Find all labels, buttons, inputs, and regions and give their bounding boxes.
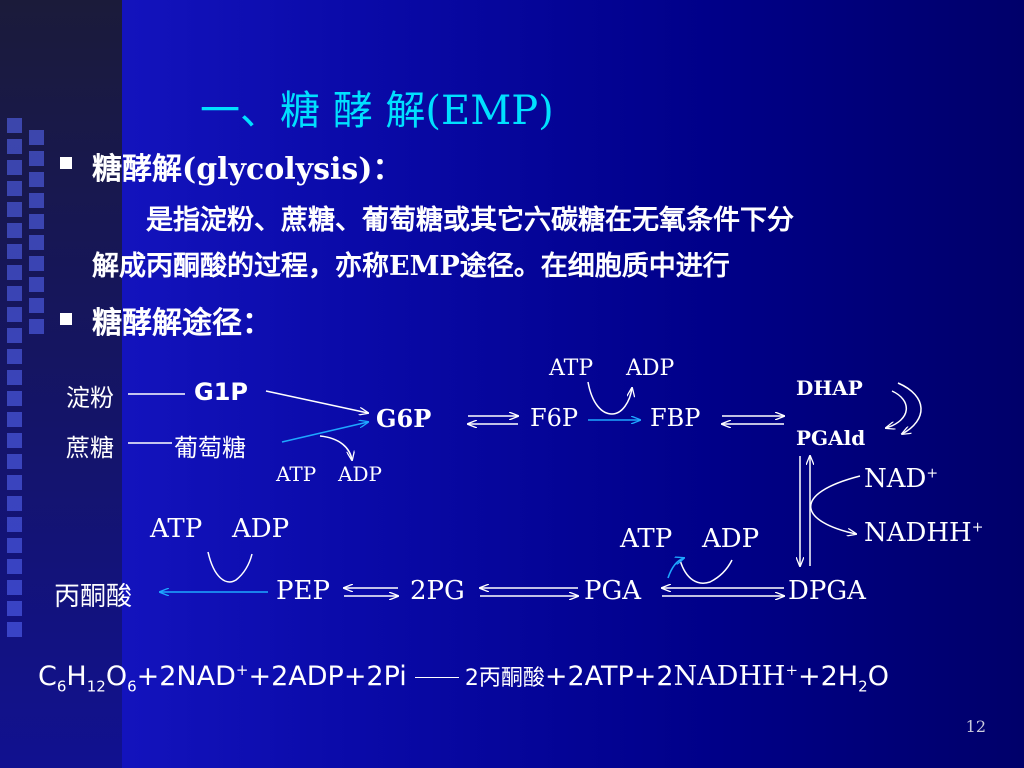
pga-node: PGA: [584, 576, 642, 606]
g6p-node: G6P: [376, 404, 432, 433]
dhap-node: DHAP: [796, 376, 863, 400]
atp-adp-right-curve: [679, 559, 733, 584]
atp-adp-left-curve: [207, 551, 253, 583]
dhap-pgald-loop-2: [886, 390, 908, 428]
glucose-to-g6p-arrow: [281, 422, 368, 443]
pgald-node: PGAld: [796, 426, 866, 450]
left-square-pattern: [7, 118, 23, 643]
nadhh-label: NADHH+: [864, 518, 984, 548]
atp-right-label: ATP: [620, 524, 673, 554]
adp-right-label: ADP: [702, 524, 760, 554]
glucose-adp-curve: [319, 435, 352, 460]
bullet-square: [60, 313, 72, 325]
atp-left-label: ATP: [150, 514, 203, 544]
right-atp-tick: [667, 558, 684, 579]
page-number: 12: [965, 717, 986, 736]
dpga-node: DPGA: [788, 576, 866, 606]
bullet-glycolysis: 糖酵解(glycolysis)：: [92, 152, 403, 187]
adp-glucose-label: ADP: [338, 462, 382, 486]
pyruvate-node: 丙酮酸: [54, 582, 133, 612]
dhap-pgald-loop-1: [897, 382, 922, 434]
2pg-node: 2PG: [410, 576, 465, 606]
equation-arrow-line: [414, 677, 459, 678]
starch-label: 淀粉: [66, 384, 114, 412]
pep-node: PEP: [276, 576, 330, 606]
g1p-to-g6p-arrow: [265, 390, 368, 413]
bullet-pathway: 糖酵解途径：: [92, 306, 272, 341]
glucose-label: 葡萄糖: [174, 434, 246, 462]
adp-top-label: ADP: [626, 356, 675, 381]
atp-adp-top-curve: [587, 381, 632, 415]
g1p-node: G1P: [194, 378, 248, 406]
f6p-node: F6P: [530, 404, 579, 432]
definition-line-1: 是指淀粉、蔗糖、葡萄糖或其它六碳糖在无氧条件下分: [146, 205, 794, 236]
nad-curve: [810, 475, 861, 534]
nad-label: NAD+: [864, 464, 939, 494]
slide-title: 一、糖 酵 解(EMP): [200, 88, 554, 134]
bullet-square: [60, 157, 72, 169]
atp-glucose-label: ATP: [276, 462, 317, 486]
atp-top-label: ATP: [549, 356, 594, 381]
fbp-node: FBP: [650, 404, 701, 432]
adp-left-label: ADP: [232, 514, 290, 544]
left-square-pattern-2: [29, 130, 45, 340]
definition-line-2: 解成丙酮酸的过程，亦称EMP途径。在细胞质中进行: [92, 251, 730, 282]
sucrose-label: 蔗糖: [66, 434, 114, 462]
